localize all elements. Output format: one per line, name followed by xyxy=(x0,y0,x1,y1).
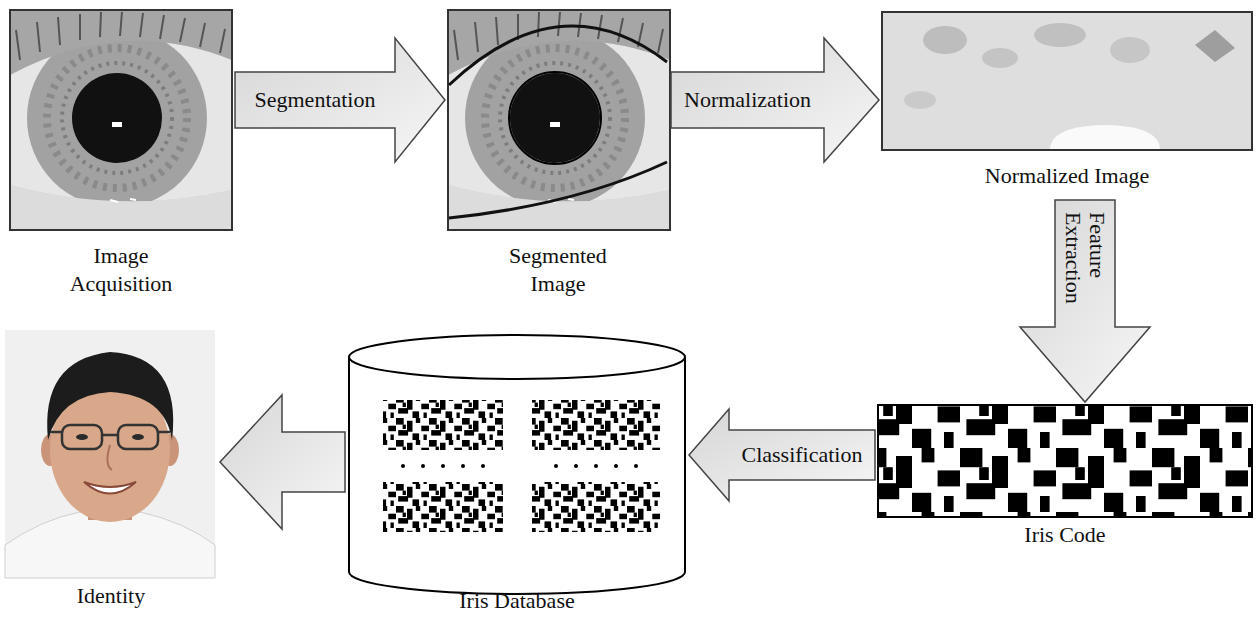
image-caption: Image Acquisition xyxy=(51,242,191,298)
image-panel: Image Acquisition xyxy=(10,10,232,310)
block-arrow xyxy=(689,409,875,501)
arrow-label: Classification xyxy=(742,443,863,467)
block-arrow xyxy=(671,38,879,162)
image-caption: Normalized Image xyxy=(887,162,1247,190)
image-panel: Identity xyxy=(5,330,217,617)
database-cylinder xyxy=(349,335,685,594)
image-panel: Iris Code xyxy=(878,405,1252,560)
image-panel: Iris Database xyxy=(348,335,686,617)
image-panel: Segmented Image xyxy=(448,10,668,310)
segmented-eye-photo xyxy=(448,10,670,230)
eye-photo xyxy=(10,10,232,230)
image-caption: Segmented Image xyxy=(488,242,628,298)
image-caption: Identity xyxy=(11,582,211,610)
block-arrow xyxy=(235,38,445,162)
normalized-strip xyxy=(882,12,1252,150)
arrow-label: Normalization xyxy=(684,88,811,112)
image-caption: Iris Code xyxy=(885,521,1245,549)
image-panel: Normalized Image xyxy=(882,12,1252,197)
iris-code-image xyxy=(878,405,1252,517)
arrow-label: Feature Extraction xyxy=(1061,212,1109,316)
arrow-label: Segmentation xyxy=(255,88,376,112)
block-arrow xyxy=(220,395,345,529)
identity-photo xyxy=(5,330,215,578)
block-arrow xyxy=(1020,200,1150,402)
image-caption: Iris Database xyxy=(367,587,667,615)
